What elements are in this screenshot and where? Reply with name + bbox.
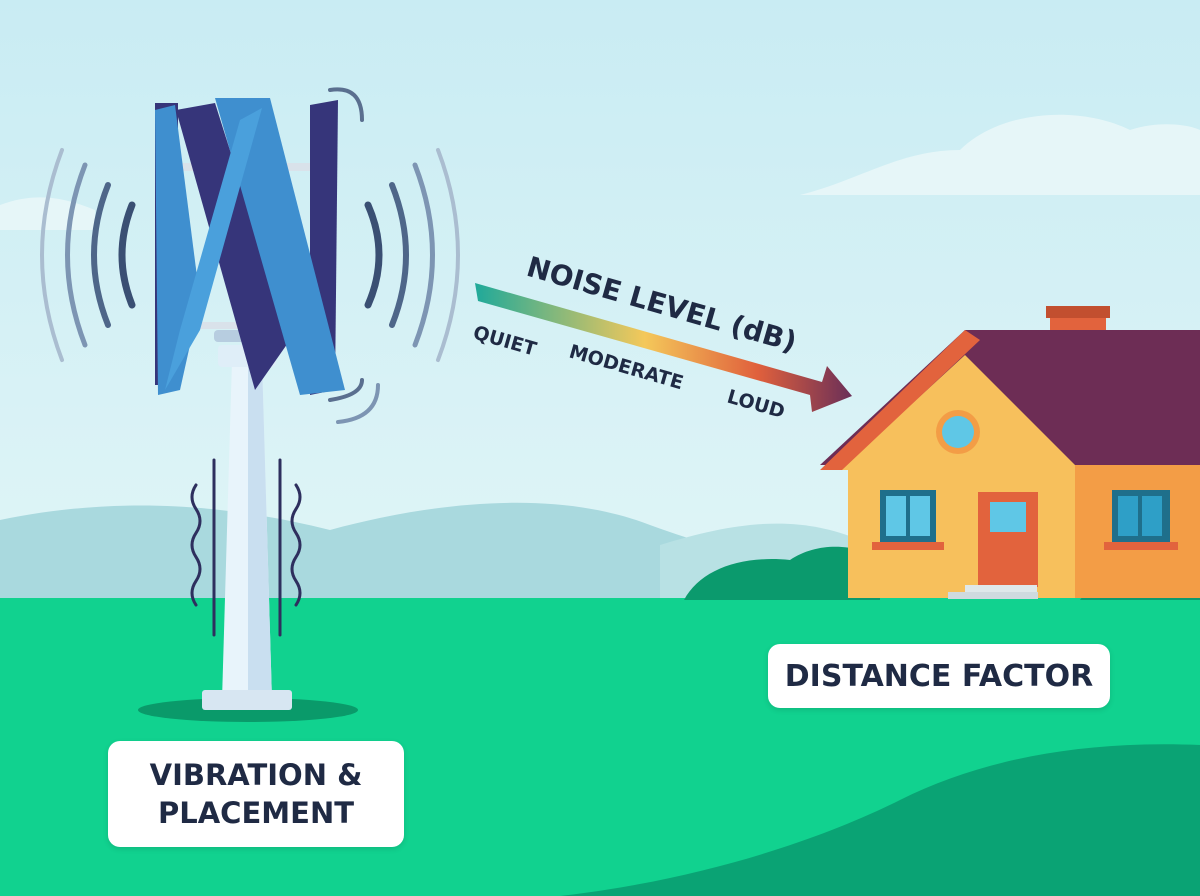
bush <box>684 546 880 600</box>
vibration-wave-icon <box>190 458 302 637</box>
sound-wave-icon <box>40 87 460 424</box>
vibration-placement-label: VIBRATION & PLACEMENT <box>108 741 404 847</box>
cloud <box>800 114 1200 195</box>
house-icon <box>820 306 1200 599</box>
distance-label-text: DISTANCE FACTOR <box>784 658 1094 694</box>
arrow-icon <box>475 283 852 412</box>
vibration-label-line1: VIBRATION & <box>149 758 363 792</box>
vibration-label-line2: PLACEMENT <box>158 796 354 830</box>
distance-factor-label: DISTANCE FACTOR <box>768 644 1110 708</box>
vertical-wind-turbine-icon <box>155 98 345 710</box>
foreground-hill <box>560 744 1200 896</box>
